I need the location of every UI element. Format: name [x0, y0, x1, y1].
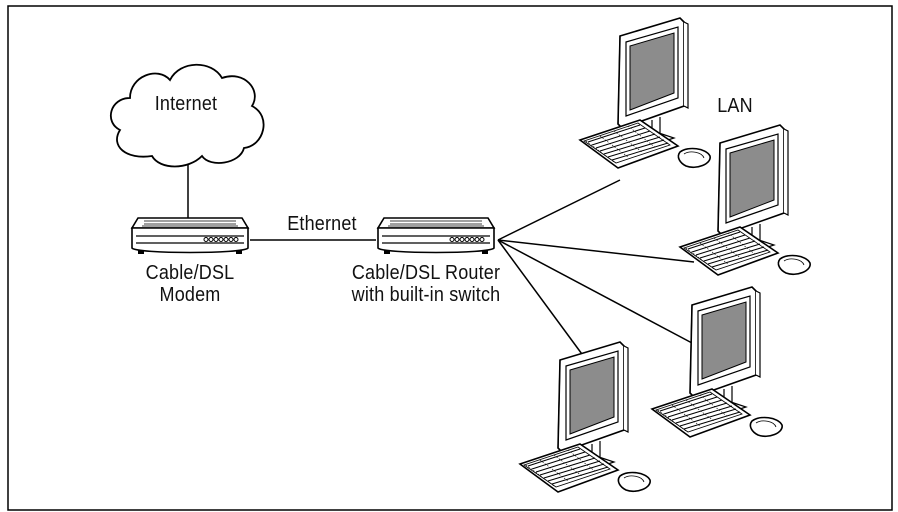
lan-line-4	[497, 239, 591, 366]
router-label: Cable/DSL Router with built-in switch	[327, 262, 525, 306]
modem-label: Cable/DSL Modem	[136, 262, 244, 306]
modem-icon	[131, 217, 249, 255]
router-label-line2: with built-in switch	[351, 284, 501, 306]
router-label-line1: Cable/DSL Router	[351, 262, 501, 284]
internet-label: Internet	[154, 93, 218, 115]
router-icon	[377, 217, 495, 255]
modem-label-line2: Modem	[159, 284, 221, 306]
lan-line-2	[497, 239, 695, 263]
cloud-icon	[109, 63, 265, 168]
lan-line-1	[497, 179, 621, 241]
ethernet-label: Ethernet	[287, 213, 357, 235]
lan-label: LAN	[717, 95, 753, 117]
modem-label-line1: Cable/DSL	[145, 262, 235, 284]
lan-line-3	[497, 239, 693, 344]
